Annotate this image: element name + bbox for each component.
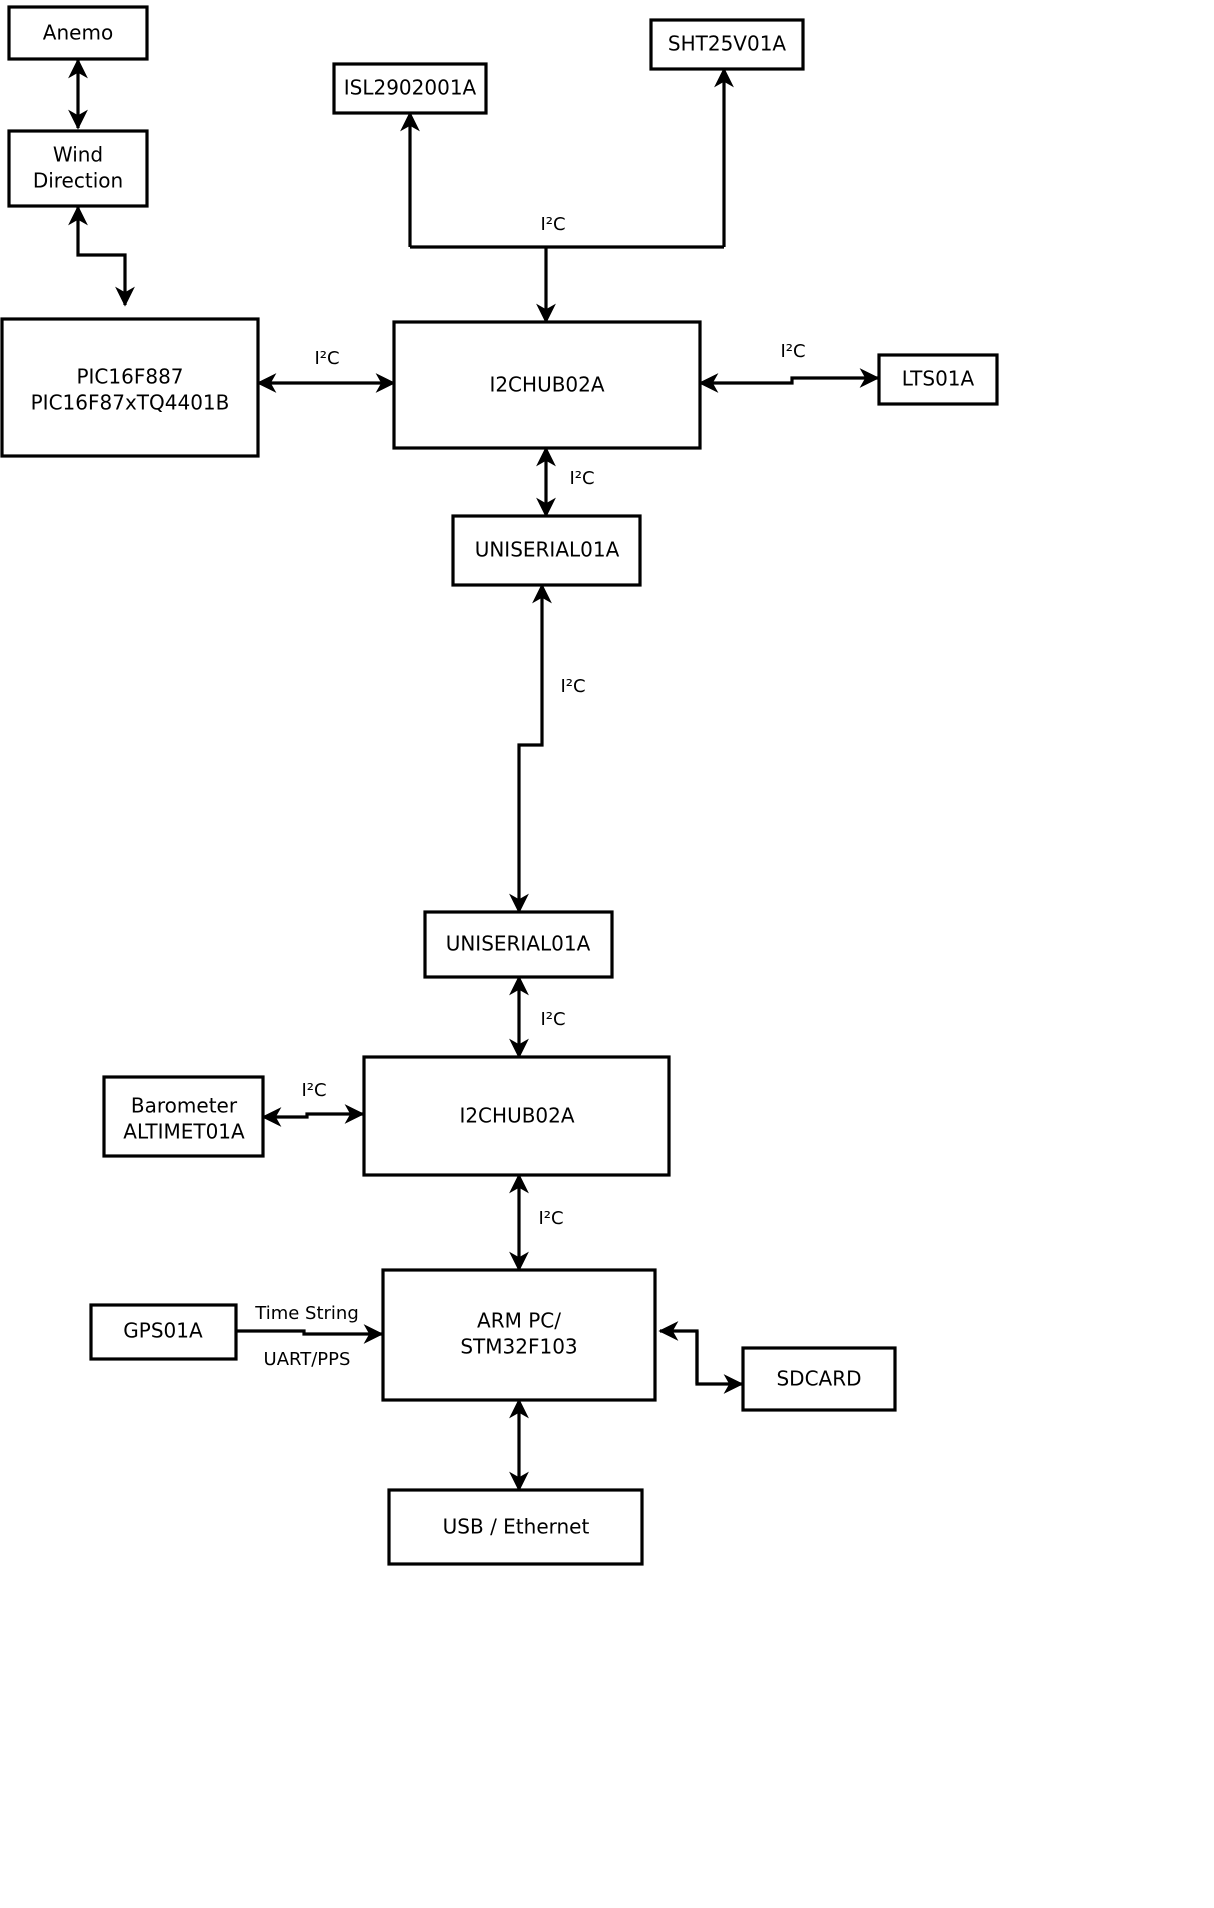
edge-hub-lts (698, 368, 880, 393)
node-label: I2CHUB02A (459, 1104, 574, 1128)
node-label: Anemo (43, 21, 113, 45)
node-label-line2: PIC16F87xTQ4401B (31, 391, 230, 415)
node-label: SDCARD (776, 1367, 861, 1391)
node-label-line2: STM32F103 (460, 1335, 577, 1359)
node-wind-direction[interactable]: Wind Direction (7, 129, 149, 208)
node-label: LTS01A (902, 367, 975, 391)
node-label: USB / Ethernet (443, 1515, 590, 1539)
node-label-line1: Barometer (131, 1094, 238, 1118)
edge-label-i2c-bus-top: I²C (540, 214, 565, 235)
node-lts01a[interactable]: LTS01A (877, 353, 999, 406)
edge-label-i2c-uniserial-hubbot: I²C (540, 1009, 565, 1030)
edge-uniserial-link (509, 583, 552, 914)
node-box[interactable] (7, 129, 149, 208)
edge-barometer-hub (261, 1104, 365, 1127)
node-box[interactable] (362, 1055, 671, 1177)
node-sht25v01a[interactable]: SHT25V01A (649, 18, 805, 71)
edge-path (236, 1324, 384, 1344)
edge-sdcard-to-arm (658, 1321, 699, 1384)
node-sdcard[interactable]: SDCARD (741, 1346, 897, 1412)
node-barometer-altimet01a[interactable]: Barometer ALTIMET01A (102, 1075, 265, 1158)
node-usb-ethernet[interactable]: USB / Ethernet (387, 1488, 644, 1566)
node-box[interactable] (7, 5, 149, 61)
node-label: SHT25V01A (668, 32, 787, 56)
edge-label-i2c-hubbot-arm: I²C (538, 1208, 563, 1229)
node-label-line1: Wind (53, 143, 103, 167)
node-uniserial01a-bottom[interactable]: UNISERIAL01A (423, 910, 614, 979)
edge-path (68, 205, 135, 307)
node-label-line1: ARM PC/ (477, 1309, 561, 1333)
node-box[interactable] (423, 910, 614, 979)
edge-path (509, 583, 552, 914)
edge-pic-wind (68, 205, 135, 307)
node-i2chub02a-bottom[interactable]: I2CHUB02A (362, 1055, 671, 1177)
node-anemo[interactable]: Anemo (7, 5, 149, 61)
node-label: UNISERIAL01A (446, 932, 591, 956)
node-label: I2CHUB02A (489, 373, 604, 397)
node-box[interactable] (741, 1346, 897, 1412)
node-label: GPS01A (123, 1319, 203, 1343)
node-arm-pc[interactable]: ARM PC/ STM32F103 (381, 1268, 657, 1402)
edge-label-uart-pps: UART/PPS (264, 1349, 351, 1370)
edge-i2c-bus-top (400, 67, 734, 324)
node-isl2902001a[interactable]: ISL2902001A (332, 62, 488, 115)
edge-arm-sdcard (658, 1321, 744, 1394)
node-pic16f887[interactable]: PIC16F887 PIC16F87xTQ4401B (0, 317, 260, 458)
edge-path (698, 368, 880, 393)
node-box[interactable] (649, 18, 805, 71)
node-box[interactable] (381, 1268, 657, 1402)
node-box[interactable] (0, 317, 260, 458)
node-label: UNISERIAL01A (475, 538, 620, 562)
edge-label-i2c-uniserial-link: I²C (560, 676, 585, 697)
node-i2chub02a-top[interactable]: I2CHUB02A (392, 320, 702, 450)
edge-arm-to-sdcard (695, 1331, 744, 1394)
node-gps01a[interactable]: GPS01A (89, 1303, 238, 1361)
node-box[interactable] (387, 1488, 644, 1566)
edge-label-i2c-baro-hubbot: I²C (301, 1080, 326, 1101)
node-label-line2: ALTIMET01A (123, 1120, 245, 1144)
edge-gps-arm (236, 1324, 384, 1344)
node-label: ISL2902001A (344, 76, 477, 100)
node-uniserial01a-top[interactable]: UNISERIAL01A (451, 514, 642, 587)
edge-label-i2c-hub-uniserial: I²C (569, 468, 594, 489)
edge-label-time-string: Time String (254, 1303, 359, 1324)
node-box[interactable] (89, 1303, 238, 1361)
node-box[interactable] (877, 353, 999, 406)
edge-label-i2c-pic-hub: I²C (314, 348, 339, 369)
node-box[interactable] (102, 1075, 265, 1158)
node-label-line2: Direction (33, 169, 123, 193)
node-box[interactable] (451, 514, 642, 587)
node-label-line1: PIC16F887 (76, 365, 183, 389)
edge-path (261, 1104, 365, 1127)
edge-label-i2c-hub-lts: I²C (780, 341, 805, 362)
node-box[interactable] (392, 320, 702, 450)
node-box[interactable] (332, 62, 488, 115)
